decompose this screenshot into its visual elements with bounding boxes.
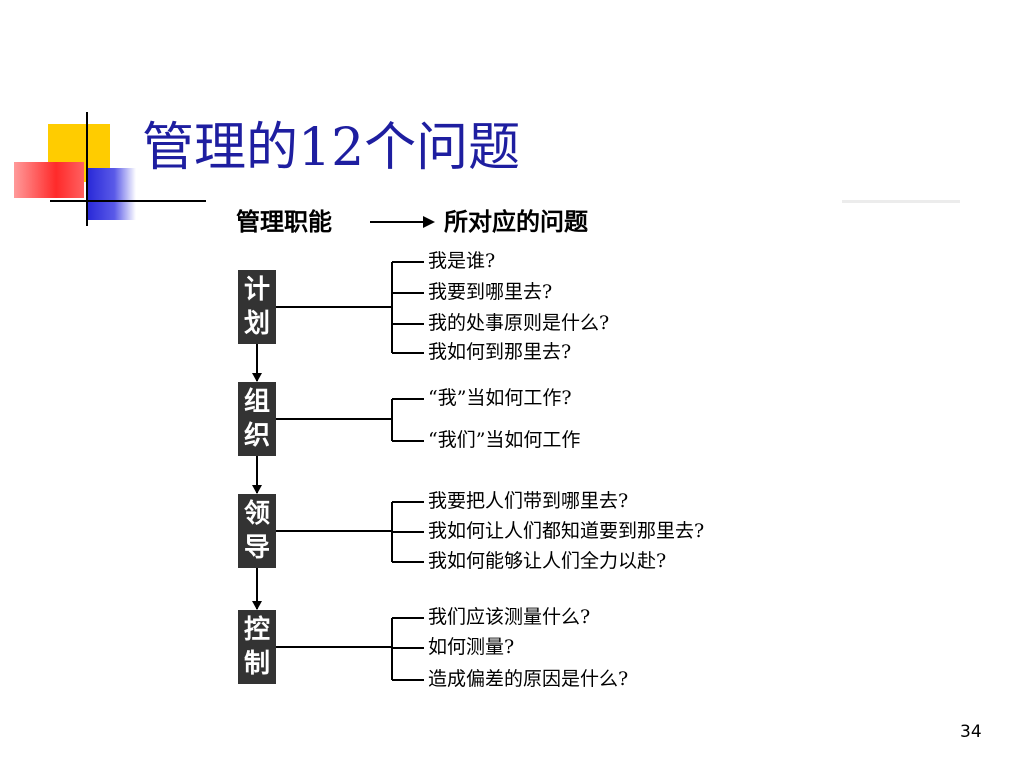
question-planning-1: 我是谁?: [428, 250, 496, 272]
question-controlling-3: 造成偏差的原因是什么?: [428, 668, 629, 690]
question-organizing-1: “我”当如何工作?: [428, 387, 572, 409]
decor-red-bar: [14, 162, 84, 198]
function-char: 组: [243, 387, 270, 417]
question-planning-4: 我如何到那里去?: [428, 341, 572, 363]
header-functions-label: 管理职能: [236, 208, 332, 236]
flow-connectors: [252, 261, 424, 681]
arrow-down-icon: [252, 485, 262, 494]
decor-vertical-line: [86, 112, 88, 226]
function-char: 导: [243, 533, 270, 563]
arrow-down-icon: [252, 373, 262, 382]
slide-title: 管理的12个问题: [142, 118, 521, 178]
arrow-down-icon: [252, 601, 262, 610]
header-questions-label: 所对应的问题: [444, 208, 588, 236]
question-controlling-1: 我们应该测量什么?: [428, 606, 591, 628]
management-functions-diagram: 管理职能 所对应的问题 计 划 组 织 领 导 控 制 我是谁? 我要到哪里去?…: [236, 196, 856, 706]
function-box-planning: 计 划: [238, 270, 276, 344]
function-box-organizing: 组 织: [238, 382, 276, 456]
function-char: 制: [243, 649, 270, 679]
function-box-leading: 领 导: [238, 494, 276, 568]
function-char: 计: [243, 275, 270, 305]
header-arrow-icon: [370, 216, 435, 228]
function-box-controlling: 控 制: [238, 610, 276, 684]
page-number: 34: [960, 722, 982, 742]
question-planning-3: 我的处事原则是什么?: [428, 312, 610, 334]
decor-horizontal-line: [50, 200, 206, 202]
question-leading-3: 我如何能够让人们全力以赴?: [428, 550, 667, 572]
decor-blue-square: [88, 168, 136, 220]
function-char: 织: [243, 421, 270, 451]
question-leading-2: 我如何让人们都知道要到那里去?: [428, 520, 705, 542]
question-leading-1: 我要把人们带到哪里去?: [428, 490, 629, 512]
question-planning-2: 我要到哪里去?: [428, 281, 553, 303]
function-char: 领: [243, 499, 270, 529]
faint-divider: [842, 200, 960, 203]
question-organizing-2: “我们”当如何工作: [428, 429, 581, 451]
function-char: 控: [243, 615, 270, 645]
function-char: 划: [243, 309, 270, 339]
question-controlling-2: 如何测量?: [428, 636, 515, 658]
